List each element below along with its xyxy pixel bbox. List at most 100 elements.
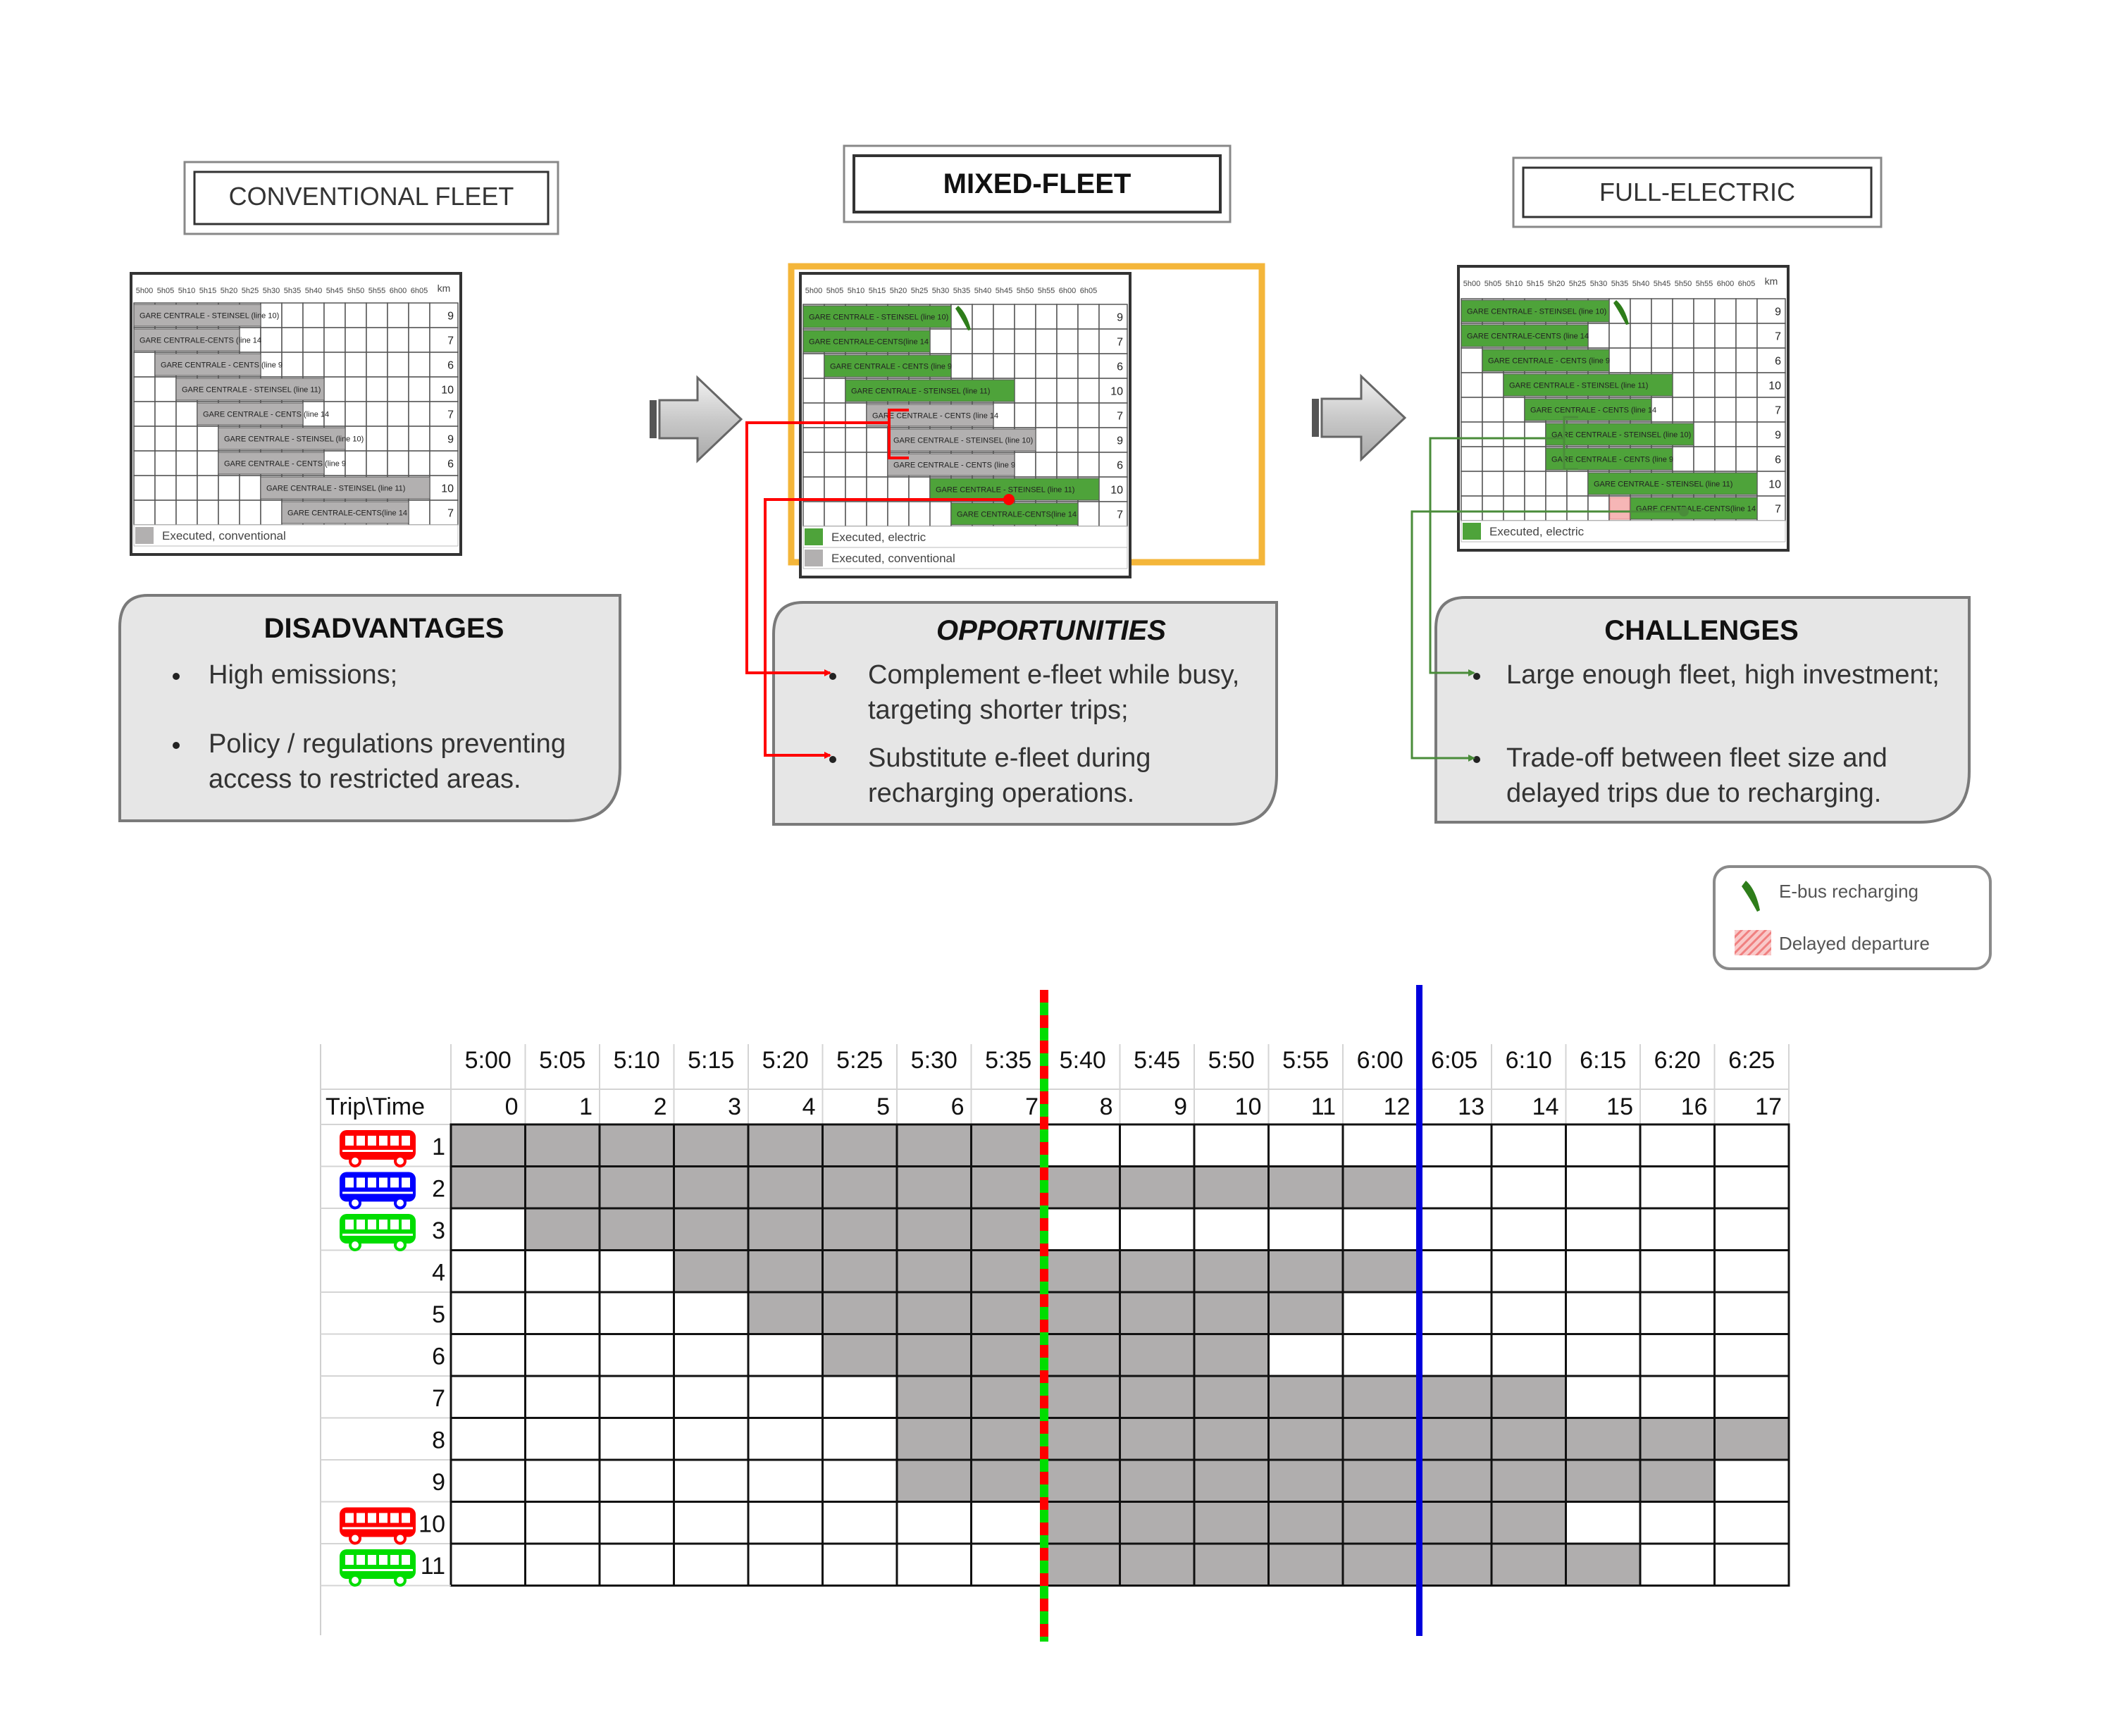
trip-cell-filled [450, 1165, 526, 1210]
trip-cell [1490, 1333, 1567, 1377]
time-index-label: 6 [951, 1093, 965, 1120]
grid-cell [1693, 446, 1716, 472]
bus-wheel [394, 1239, 407, 1251]
bullet-dot [173, 673, 180, 680]
time-index-label: 16 [1681, 1093, 1708, 1120]
legend-swatch [805, 528, 823, 545]
recharge-icon [1613, 300, 1629, 325]
time-header-label: 5h25 [1569, 280, 1586, 288]
trip-cell-filled [1565, 1458, 1642, 1503]
grid-cell [197, 475, 219, 501]
grid-cell [302, 302, 325, 328]
grid-cell [323, 376, 346, 402]
trip-label: 7 [432, 1385, 445, 1412]
trip-cell-filled [1341, 1375, 1418, 1419]
grid-cell [1714, 347, 1737, 373]
grid-cell [1035, 353, 1058, 379]
trip-cell [1341, 1291, 1418, 1335]
grid-cell [154, 426, 177, 452]
grid-cell [1524, 471, 1546, 497]
grid-cell [387, 352, 409, 378]
km-value: 9 [1775, 430, 1781, 442]
bus-wheel [349, 1155, 361, 1167]
grid-cell [1714, 323, 1737, 349]
trip-cell [1193, 1123, 1270, 1167]
corner-label: Trip\Time [326, 1093, 425, 1120]
grid-cell [323, 302, 346, 328]
trip-label: 4 [432, 1259, 445, 1286]
trip-cell [673, 1333, 750, 1377]
grid-cell [1077, 501, 1100, 527]
time-index-label: 11 [1311, 1093, 1336, 1120]
trip-cell-filled [895, 1291, 972, 1335]
time-index-label: 1 [579, 1093, 593, 1120]
km-value: 6 [447, 459, 454, 471]
km-value: 9 [447, 434, 454, 446]
trip-bar-label: GARE CENTRALE-CENTS(line 14 [809, 338, 929, 347]
trip-cell-filled [895, 1458, 972, 1503]
trip-cell-filled [747, 1207, 824, 1251]
km-cell [1098, 402, 1128, 428]
time-header-label: 5h00 [136, 287, 153, 295]
bullet-dot [1473, 756, 1480, 763]
trip-bar [929, 478, 1100, 501]
trip-cell-filled [1119, 1417, 1196, 1461]
trip-cell [1490, 1207, 1567, 1251]
grid-cell [1545, 495, 1568, 521]
time-index-label: 12 [1384, 1093, 1410, 1120]
trip-cell [822, 1458, 898, 1503]
red-dot [1003, 494, 1015, 505]
bus-icon [340, 1130, 416, 1167]
bullet-text: Substitute e-fleet during [868, 743, 1151, 773]
trip-cell-filled [1341, 1542, 1418, 1587]
grid-cell [824, 427, 846, 453]
trip-cell-filled [1044, 1542, 1121, 1587]
time-label: 5:15 [688, 1047, 734, 1074]
bus-wheel [349, 1239, 361, 1251]
trip-cell [1490, 1165, 1567, 1210]
grid-cell [972, 328, 994, 354]
km-cell [1098, 378, 1128, 404]
time-header-label: 5h40 [974, 287, 991, 295]
grid-cell [154, 401, 177, 427]
trip-cell-filled [1193, 1458, 1270, 1503]
time-index-label: 5 [876, 1093, 890, 1120]
legend-swatch [1463, 523, 1481, 540]
trip-cell-filled [1341, 1501, 1418, 1545]
grid-cell [824, 378, 846, 404]
trip-cell-filled [970, 1291, 1047, 1335]
trip-cell-filled [524, 1123, 601, 1167]
grid-cell [1524, 421, 1546, 447]
panel-title: CONVENTIONAL FLEET [229, 182, 514, 211]
grid-cell [1735, 372, 1758, 398]
trip-cell [822, 1417, 898, 1461]
panel-title: FULL-ELECTRIC [1599, 178, 1795, 206]
trip-bar-label: GARE CENTRALE - STEINSEL (line 10) [809, 314, 948, 322]
bus-window [368, 1555, 376, 1565]
trip-cell-filled [673, 1207, 750, 1251]
delay-swatch [1735, 930, 1771, 955]
trip-cell-filled [970, 1417, 1047, 1461]
grid-cell [1461, 471, 1483, 497]
recharge-icon [1742, 881, 1760, 912]
grid-cell [1461, 397, 1483, 423]
trip-cell-filled [673, 1123, 750, 1167]
trip-cell-filled [1565, 1542, 1642, 1587]
trip-cell [822, 1501, 898, 1545]
grid-cell [1587, 495, 1610, 521]
grid-cell [1035, 452, 1058, 478]
trip-cell-filled [1639, 1417, 1716, 1461]
trip-cell [673, 1458, 750, 1503]
trip-cell [1565, 1207, 1642, 1251]
bus-window [379, 1177, 388, 1188]
bus-stripe [342, 1191, 413, 1194]
grid-cell [1693, 421, 1716, 447]
time-header-label: 6h00 [1059, 287, 1076, 295]
km-cell [429, 475, 459, 501]
trip-bar [1503, 373, 1673, 397]
time-header-label: 5h20 [890, 287, 907, 295]
grid-cell [1482, 397, 1504, 423]
trip-cell-filled [1490, 1542, 1567, 1587]
trip-cell [1713, 1333, 1790, 1377]
legend-box: E-bus recharging Delayed departure [1713, 865, 1992, 970]
